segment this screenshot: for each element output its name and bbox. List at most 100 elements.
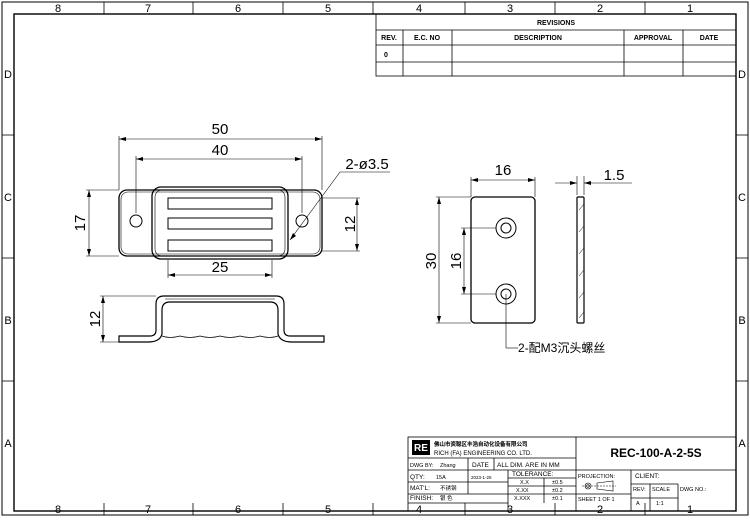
column-labels-top: 8 7 6 5 4 3 2 1 [55, 3, 693, 15]
tolerance-val: ±0.5 [552, 480, 563, 486]
row-label: B [4, 315, 11, 327]
side-view-arrows [101, 296, 105, 342]
scale-value: 1:1 [656, 501, 664, 507]
tolerance-fmt: X.XXX [514, 496, 531, 502]
rev-value: A [636, 501, 640, 507]
ecno-col-header: E.C. NO [414, 35, 441, 42]
company-logo [412, 440, 430, 455]
drawing-number: REC-100-A-2-5S [610, 446, 701, 460]
col-label: 6 [235, 504, 241, 516]
col-label: 7 [145, 3, 151, 15]
col-label: 8 [55, 3, 61, 15]
scale-label: SCALE [652, 487, 670, 493]
dim-hole-spacing: 40 [212, 142, 229, 159]
side-view [118, 295, 325, 343]
col-label: 5 [325, 504, 331, 516]
title-block [407, 436, 737, 512]
zone-ticks [2, 2, 748, 515]
row-label: B [738, 315, 745, 327]
revisions-table [375, 13, 737, 77]
column-labels-bottom: 8 7 6 5 4 3 2 1 [55, 504, 693, 516]
col-label: 2 [597, 3, 603, 15]
finish-label: FINISH: [410, 495, 433, 502]
company-name-cn: 佛山市资聪区丰浩自动化设备有限公司 [433, 440, 528, 448]
magnet-plate-dim-text: 16 30 16 [423, 162, 511, 269]
dim-holes-spec: 2-ø3.5 [345, 156, 388, 173]
projection-symbol-icon [582, 480, 616, 492]
material-label: MAT'L: [410, 485, 430, 492]
dim-inner-height: 12 [342, 216, 359, 233]
date-col-header: DATE [700, 35, 719, 42]
tolerance-label: TOLERANCE: [512, 471, 554, 478]
side-view-dimensions [100, 295, 156, 343]
countersink-hole [495, 217, 517, 239]
dims-note: ALL DIM. ARE IN MM [497, 462, 560, 469]
row-label: A [4, 438, 12, 450]
dwg-by-label: DWG BY: [410, 463, 434, 469]
qty-value: 15A [436, 475, 446, 481]
company-logo-text: RE [414, 443, 428, 454]
company-name-en: RICH (FA) ENGINEERING CO. LTD. [434, 451, 532, 457]
col-label: 1 [687, 504, 693, 516]
row-label: D [738, 69, 746, 81]
tolerance-val: ±0.2 [552, 488, 563, 494]
tolerance-fmt: X.XX [516, 488, 529, 494]
dim-side-height: 12 [87, 311, 104, 328]
mount-hole [129, 214, 143, 228]
col-label: 6 [235, 3, 241, 15]
magnet-plate-dimensions [436, 177, 536, 349]
top-view-dim-text: 50 40 25 2-ø3.5 17 12 [72, 121, 389, 276]
date-label: DATE [472, 462, 490, 469]
side-view-dim-text: 12 [87, 311, 104, 328]
screw-note: 2-配M3沉头螺丝 [518, 341, 605, 355]
rev-col-header: REV. [381, 35, 397, 42]
row-label: C [4, 192, 12, 204]
rev-label: REV: [633, 487, 646, 493]
magnet-side-view [555, 176, 632, 324]
qty-label: QTY: [410, 474, 425, 481]
projection-label: PROJECTION: [578, 474, 615, 480]
col-label: 3 [507, 3, 513, 15]
finish-value: 银 色 [440, 494, 453, 502]
dim-overall-length: 50 [212, 121, 229, 138]
col-label: 3 [507, 504, 513, 516]
row-label: A [738, 438, 746, 450]
sheet-label: SHEET 1 OF 1 [578, 497, 615, 503]
dim-height: 17 [72, 215, 89, 232]
row-label: C [738, 192, 746, 204]
col-label: 7 [145, 504, 151, 516]
revisions-title: REVISIONS [537, 20, 575, 27]
dwg-by-value: Zhang [440, 463, 456, 469]
date-value: 2023-1-25 [471, 475, 492, 480]
dim-magnet-length: 30 [423, 253, 440, 270]
col-label: 8 [55, 504, 61, 516]
approval-col-header: APPROVAL [634, 35, 673, 42]
mount-hole [295, 214, 309, 228]
tolerance-val: ±0.1 [552, 496, 563, 502]
title-block-text: 佛山市资聪区丰浩自动化设备有限公司 RICH (FA) ENGINEERING … [410, 440, 707, 507]
magnet-side-arrows [570, 181, 591, 185]
material-value: 不锈钢 [440, 484, 457, 492]
col-label: 2 [597, 504, 603, 516]
tolerance-fmt: X.X [520, 480, 529, 486]
col-label: 5 [325, 3, 331, 15]
col-label: 4 [416, 504, 422, 516]
row-label: D [4, 69, 12, 81]
revisions-text: REVISIONS REV. E.C. NO DESCRIPTION APPRO… [381, 20, 718, 59]
col-label: 4 [416, 3, 422, 15]
magnet-plate-view [470, 196, 536, 324]
top-view-arrows [87, 137, 359, 277]
dim-magnet-hole-spacing: 16 [448, 253, 465, 270]
row-labels-right: D C B A [738, 69, 746, 450]
col-label: 1 [687, 3, 693, 15]
magnet-plate-arrows [437, 178, 535, 323]
rev-cell: 0 [384, 52, 388, 59]
dim-inner-width: 25 [212, 259, 229, 276]
dim-magnet-width: 16 [495, 162, 512, 179]
client-label: CLIENT: [635, 473, 659, 480]
countersink-hole-inner [500, 222, 512, 234]
dim-magnet-thickness: 1.5 [604, 167, 625, 184]
